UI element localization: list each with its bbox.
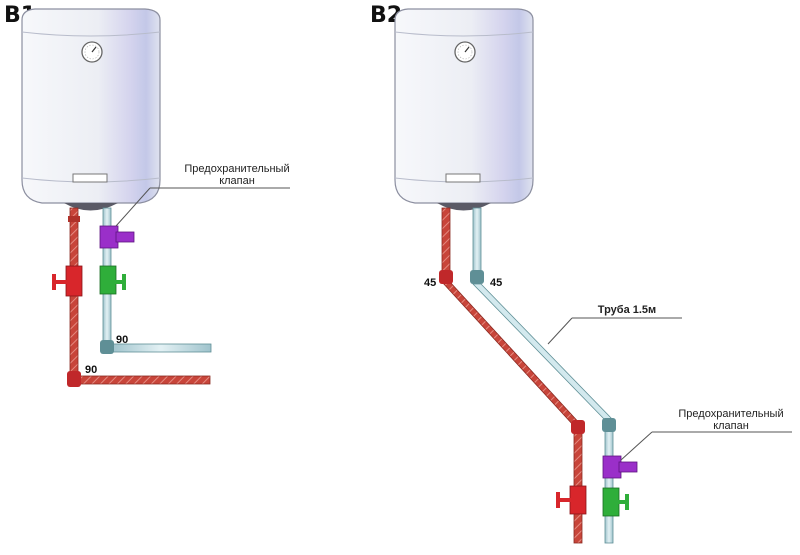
elbow-fitting (100, 340, 114, 354)
safety-valve-icon (99, 225, 135, 249)
hot-pipe (67, 207, 211, 387)
cold-pipe (470, 207, 616, 544)
angle-label: 90 (85, 364, 97, 376)
elbow-fitting (470, 270, 484, 284)
angle-label: 90 (116, 334, 128, 346)
angle-label: 45 (490, 277, 502, 289)
elbow-fitting (602, 418, 616, 432)
panel-b1: B1 (4, 3, 290, 387)
water-heater-icon (21, 8, 161, 211)
safety-valve-label: Предохранительный (678, 408, 783, 420)
hot-pipe (439, 207, 585, 544)
elbow-fitting (67, 371, 81, 387)
elbow-fitting (439, 270, 453, 284)
safety-valve-icon (602, 455, 638, 479)
ball-valve-icon (556, 485, 587, 515)
safety-valve-label-2: клапан (713, 420, 749, 432)
pipe-length-label: Труба 1.5м (598, 304, 656, 316)
water-heater-icon (394, 8, 534, 211)
panel-b2: B2 (370, 3, 792, 544)
ball-valve-icon (52, 265, 83, 297)
angle-label: 45 (424, 277, 436, 289)
elbow-fitting (571, 420, 585, 434)
gauge-icon (454, 41, 476, 63)
safety-valve-label-2: клапан (219, 175, 255, 187)
gauge-icon (81, 41, 103, 63)
safety-valve-label: Предохранительный (184, 163, 289, 175)
ball-valve-icon (99, 265, 126, 295)
ball-valve-icon (602, 487, 629, 517)
